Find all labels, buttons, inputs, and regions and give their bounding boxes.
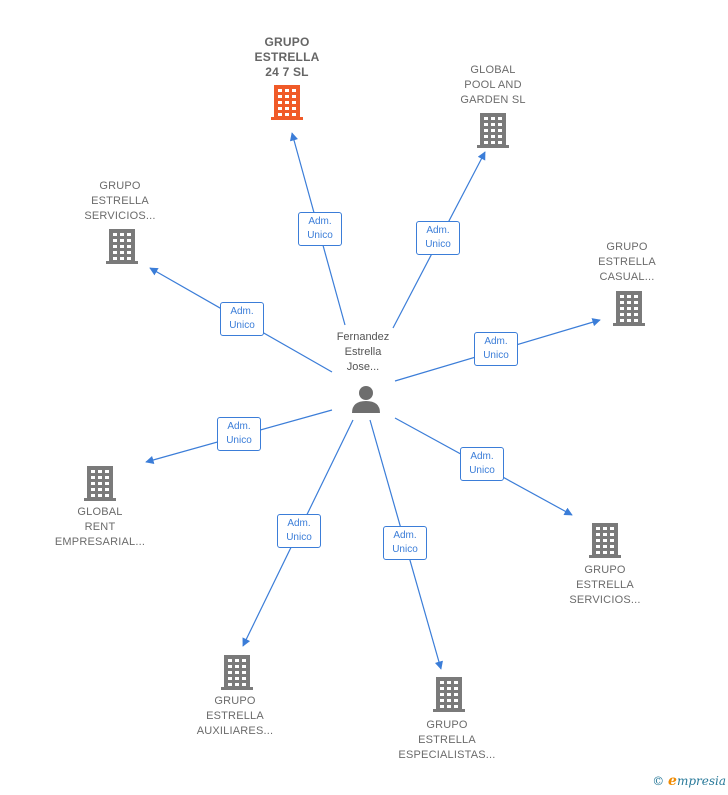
person-name[interactable]: Fernandez Estrella Jose... — [336, 331, 390, 373]
relation-label: Adm. Unico — [416, 221, 460, 255]
building-icon[interactable] — [589, 523, 621, 558]
company-name[interactable]: GRUPO ESTRELLA CASUAL... — [598, 241, 656, 283]
company-name[interactable]: GRUPO ESTRELLA 24 7 SL — [254, 35, 320, 79]
company-name[interactable]: GLOBAL POOL AND GARDEN SL — [460, 64, 526, 106]
building-icon[interactable] — [477, 113, 509, 148]
company-name[interactable]: GRUPO ESTRELLA SERVICIOS... — [569, 564, 641, 606]
empresia-logo-initial: e — [668, 773, 677, 789]
building-icon[interactable] — [613, 291, 645, 326]
relation-label: Adm. Unico — [460, 447, 504, 481]
relation-label: Adm. Unico — [298, 212, 342, 246]
company-name[interactable]: GRUPO ESTRELLA AUXILIARES... — [196, 695, 274, 737]
relation-label: Adm. Unico — [474, 332, 518, 366]
relation-label: Adm. Unico — [217, 417, 261, 451]
company-name[interactable]: GRUPO ESTRELLA SERVICIOS... — [84, 180, 156, 222]
relation-label: Adm. Unico — [383, 526, 427, 560]
building-icon[interactable] — [433, 677, 465, 712]
relation-label: Adm. Unico — [220, 302, 264, 336]
building-icon[interactable] — [271, 85, 303, 120]
empresia-logo-text: mpresia — [676, 774, 726, 788]
relation-label: Adm. Unico — [277, 514, 321, 548]
company-name[interactable]: GRUPO ESTRELLA ESPECIALISTAS... — [398, 719, 496, 761]
empresia-credit[interactable]: © empresia — [652, 773, 726, 789]
building-icon[interactable] — [221, 655, 253, 690]
building-icon[interactable] — [84, 466, 116, 501]
copyright-icon: © — [652, 774, 665, 788]
building-icon[interactable] — [106, 229, 138, 264]
person-icon[interactable] — [352, 386, 380, 413]
company-name[interactable]: GLOBAL RENT EMPRESARIAL... — [54, 506, 146, 548]
